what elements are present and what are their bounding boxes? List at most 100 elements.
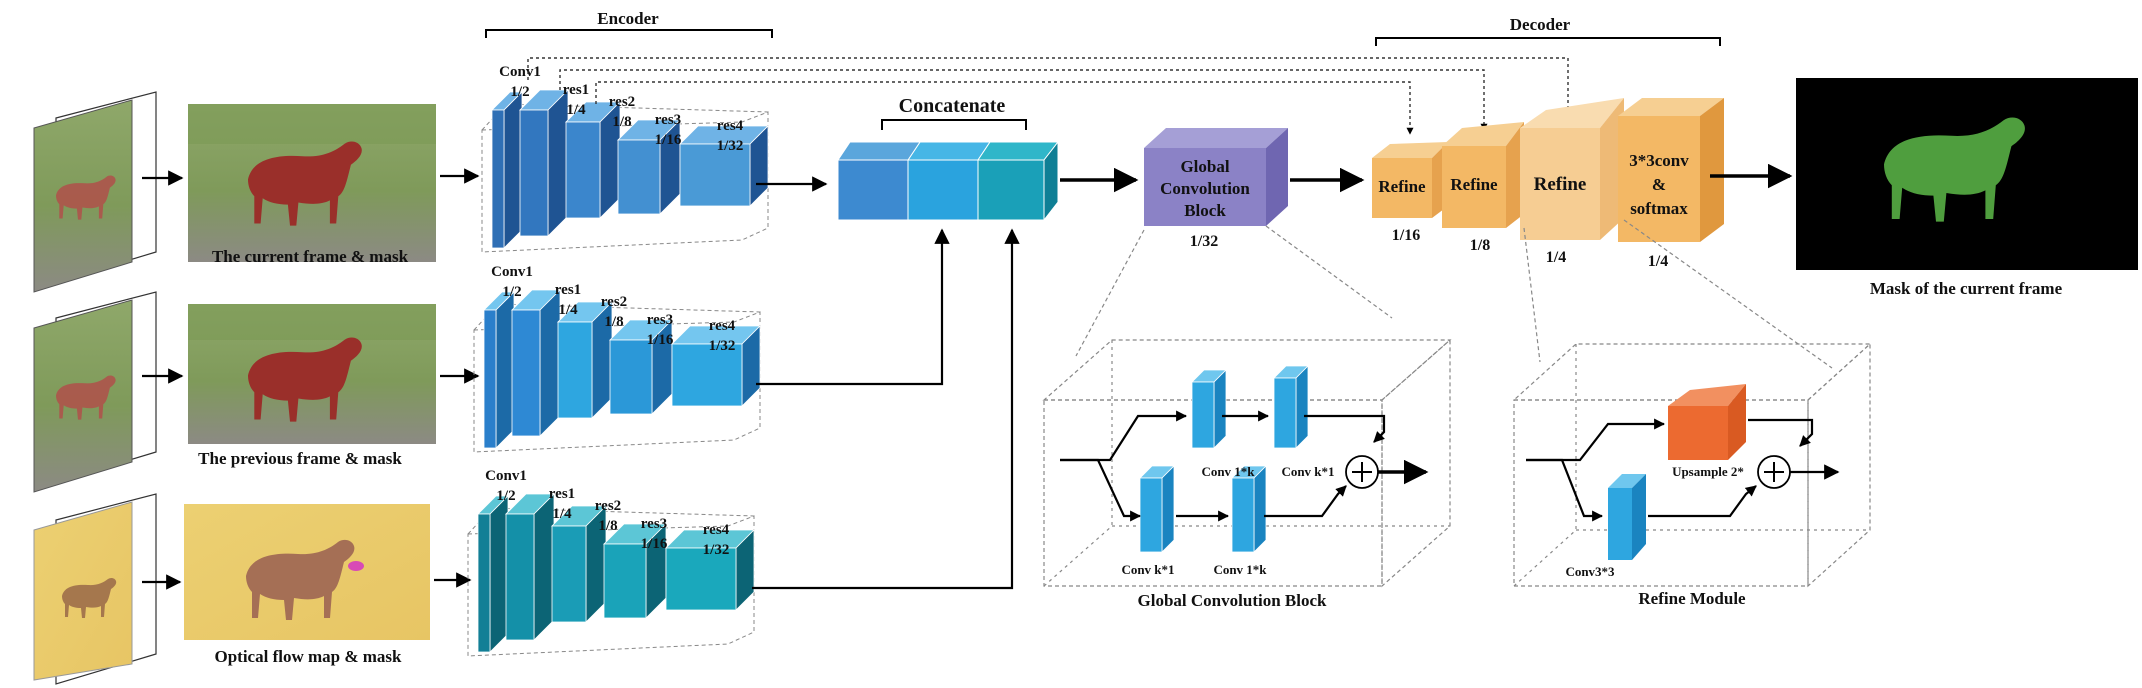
output-caption: Mask of the current frame (1870, 279, 2063, 298)
encoder-layer-scale: 1/16 (655, 132, 682, 148)
encoder-layer-block (519, 89, 569, 237)
encoder-layer-name: res1 (563, 82, 589, 98)
upsample-label: Upsample 2* (1672, 464, 1744, 479)
gcb-title-1: Global (1180, 157, 1229, 176)
upsample-block (1668, 384, 1746, 460)
skip-connections (527, 57, 1572, 135)
encoder-layer-scale: 1/2 (502, 284, 521, 300)
encoder-layer-block (483, 291, 515, 449)
encoder-layer-name: Conv1 (491, 264, 533, 280)
decoder-bracket (1375, 37, 1721, 46)
encoder-layer-block (665, 529, 755, 611)
decoder-final-block (1618, 98, 1724, 242)
input-stack-current (33, 91, 157, 293)
encoder-layer-block (505, 493, 555, 641)
final-line-1: 3*3conv (1629, 151, 1689, 170)
encoder-layer-block (477, 495, 509, 653)
encoder-layer-block (609, 319, 673, 415)
gcb-conv-cell (1273, 365, 1309, 449)
encoder-layer-block (603, 523, 667, 619)
encoder-layer-block (557, 301, 613, 419)
gcb-flow-top-in (1060, 410, 1188, 462)
encoder-layer-scale: 1/32 (717, 138, 744, 154)
flow-image (184, 504, 430, 640)
gcb-conv-label-1: Conv 1*k (1201, 464, 1255, 479)
caption-current: The current frame & mask (212, 247, 409, 266)
refine-scale-1: 1/16 (1392, 227, 1420, 244)
final-line-3: softmax (1630, 199, 1688, 218)
encoder-layer-block (511, 289, 561, 437)
encoder-layer-scale: 1/32 (703, 542, 730, 558)
final-scale: 1/4 (1648, 253, 1668, 270)
encoder-layer-scale: 1/2 (496, 488, 515, 504)
encoder-layer-name: res4 (709, 318, 736, 334)
refine-scale-2: 1/8 (1470, 237, 1490, 254)
arrow-enc2-concat (756, 228, 950, 386)
encoder-layer-name: res4 (717, 118, 744, 134)
gcb-sum-icon (1345, 455, 1379, 489)
gcb-scale: 1/32 (1190, 233, 1218, 250)
input-stack-flow (33, 493, 157, 685)
refine-flow-top-out (1748, 418, 1814, 447)
encoder-layer-scale: 1/8 (604, 314, 623, 330)
encoder-layer-block (617, 119, 681, 215)
encoder-layer-scale: 1/4 (558, 302, 578, 318)
refine-flow-top-in (1526, 418, 1666, 462)
encoder-layer-name: res2 (609, 94, 635, 110)
encoder-layer-scale: 1/4 (552, 506, 572, 522)
encoder-layer-block (491, 91, 523, 249)
zoom-guides (1075, 219, 1833, 369)
gcb-conv-label-4: Conv 1*k (1213, 562, 1267, 577)
encoder-label: Encoder (597, 9, 659, 28)
refine-label-1: Refine (1378, 177, 1426, 196)
encoder-layer-block (565, 101, 621, 219)
gcb-flow-top-out (1304, 414, 1386, 443)
encoder-layer-name: res4 (703, 522, 730, 538)
gcb-block (1144, 128, 1288, 226)
encoder-layer-name: res2 (595, 498, 621, 514)
gcb-detail-title: Global Convolution Block (1138, 591, 1327, 610)
final-line-2: & (1652, 175, 1666, 194)
refine-label-3: Refine (1534, 174, 1587, 195)
gcb-title-2: Convolution (1160, 179, 1250, 198)
gcb-flow-bottom-in (1060, 458, 1142, 522)
refine-conv-label: Conv3*3 (1565, 564, 1615, 579)
encoder-layer-name: res1 (555, 282, 581, 298)
encoder-layer-name: Conv1 (499, 64, 541, 80)
concatenate-label: Concatenate (899, 95, 1006, 117)
refine-conv-block (1608, 474, 1646, 560)
encoder-layer-name: res2 (601, 294, 627, 310)
gcb-conv-cell (1231, 465, 1267, 553)
input-stack-previous (33, 291, 157, 493)
refine-detail-title: Refine Module (1638, 589, 1746, 608)
encoder-layer-name: res3 (655, 112, 681, 128)
refine-sum-icon (1757, 455, 1791, 489)
gcb-flow-bottom-out (1264, 485, 1347, 518)
encoder-bracket (485, 29, 773, 38)
encoder-layer-block (551, 505, 607, 623)
arrow-enc3-concat (752, 228, 1020, 590)
gcb-conv-label-2: Conv k*1 (1281, 464, 1334, 479)
refine-flow-bottom-out (1648, 485, 1757, 518)
frame-image-current (188, 104, 436, 262)
output-mask-image (1796, 78, 2138, 270)
encoder-layer-block (679, 125, 769, 207)
refine-flow-bottom-in (1526, 458, 1604, 522)
decoder-refine-2 (1442, 122, 1524, 228)
encoder-layer-scale: 1/32 (709, 338, 736, 354)
gcb-conv-cell (1139, 465, 1175, 553)
encoder-layer-scale: 1/8 (612, 114, 631, 130)
gcb-title-3: Block (1184, 201, 1226, 220)
refine-scale-3: 1/4 (1546, 249, 1566, 266)
caption-flow: Optical flow map & mask (215, 647, 403, 666)
encoder-layer-scale: 1/4 (566, 102, 586, 118)
decoder-label: Decoder (1510, 15, 1571, 34)
decoder-refine-3 (1520, 98, 1624, 240)
frame-image-previous (188, 304, 436, 444)
encoder-layer-name: res1 (549, 486, 575, 502)
